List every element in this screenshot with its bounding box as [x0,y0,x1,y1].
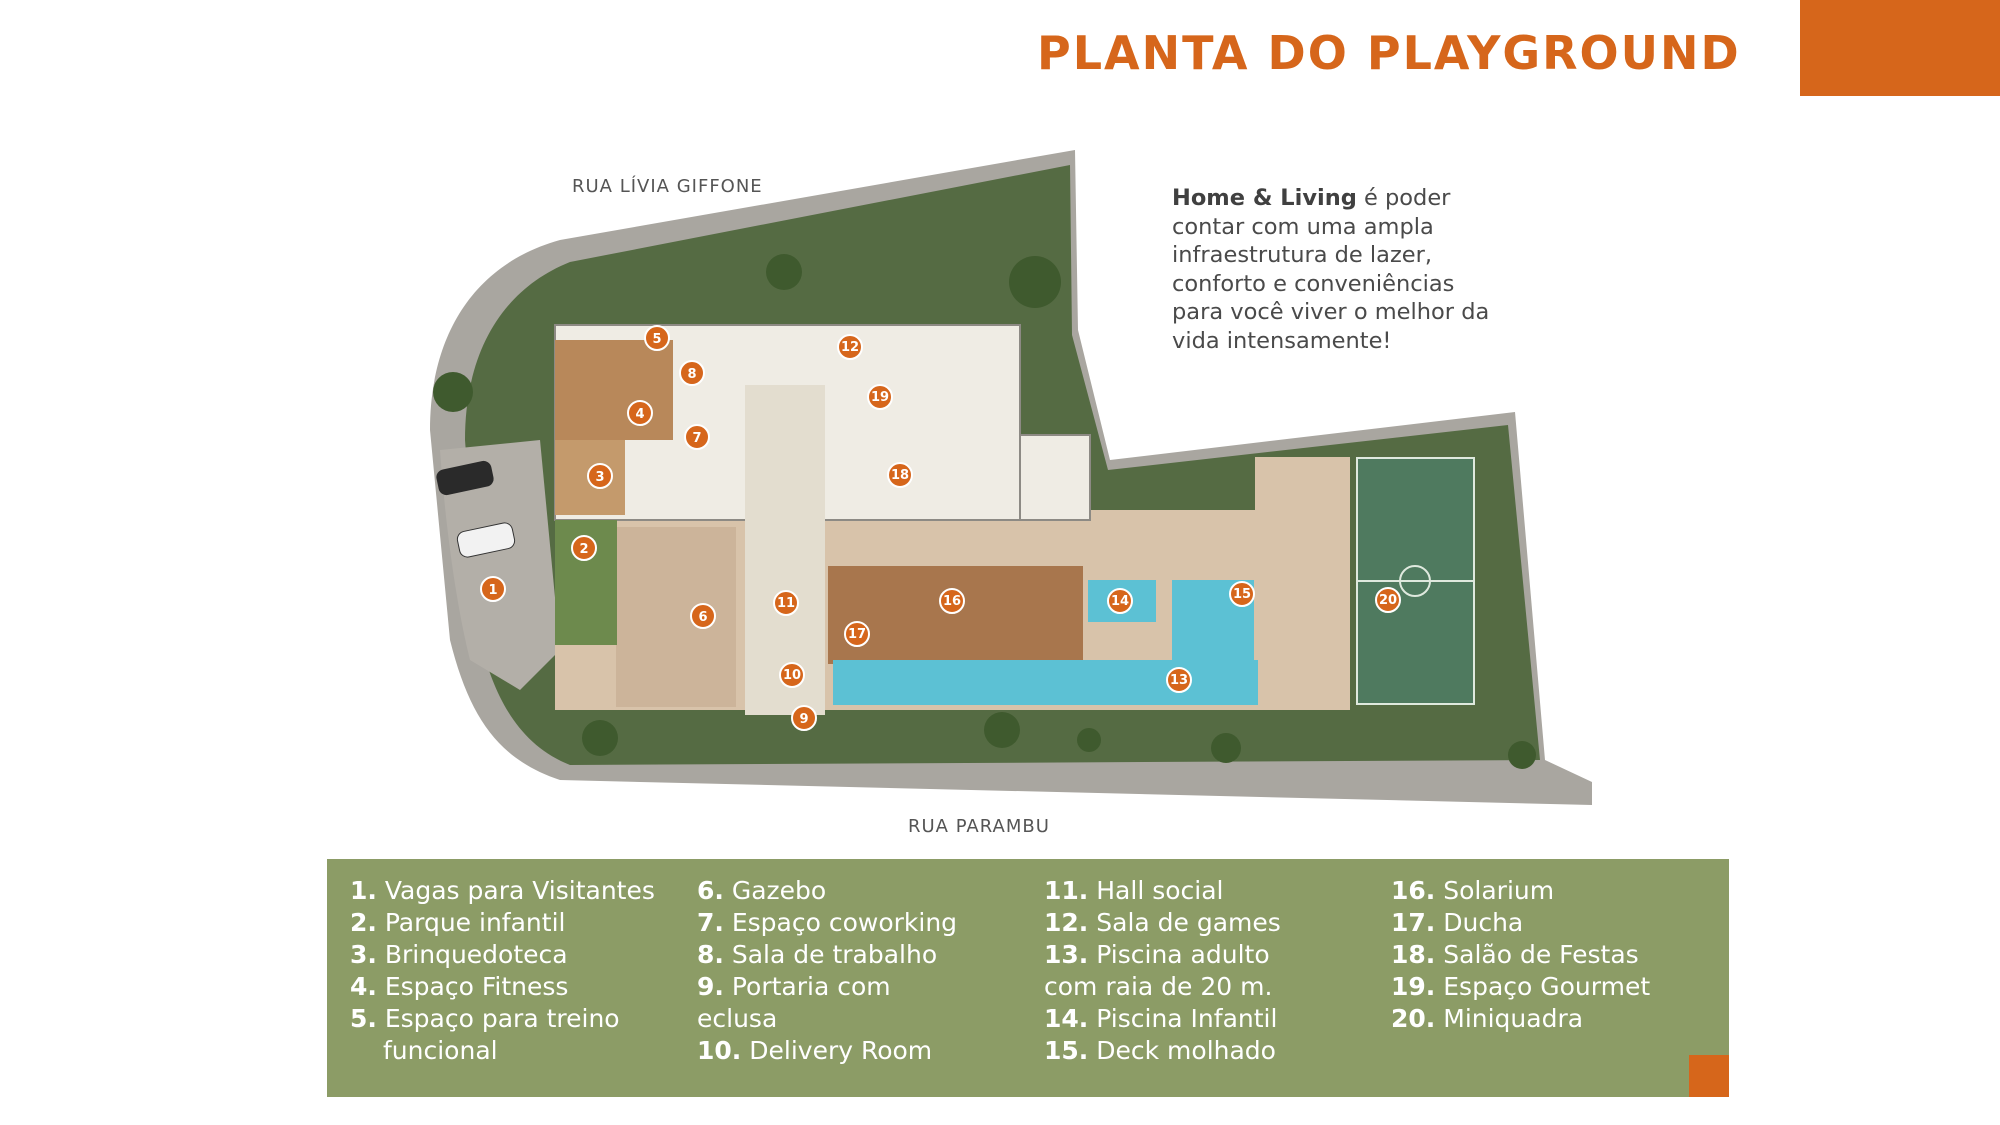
legend-item: 2. Parque infantil [350,908,566,937]
svg-text:17: 17 [848,627,866,642]
solarium-deck [828,566,1083,664]
svg-text:7: 7 [692,431,701,446]
svg-text:3: 3 [595,470,604,485]
legend-item: 15. Deck molhado [1044,1036,1276,1065]
svg-text:5: 5 [652,332,661,347]
area-marker-20: 20 [1375,587,1401,613]
area-marker-1: 1 [480,576,506,602]
area-marker-18: 18 [887,462,913,488]
legend-item: 20. Miniquadra [1391,1004,1584,1033]
legend-item: 14. Piscina Infantil [1044,1004,1278,1033]
legend-item: 8. Sala de trabalho [697,940,938,969]
area-marker-17: 17 [844,621,870,647]
area-marker-6: 6 [690,603,716,629]
legend-item: 6. Gazebo [697,876,827,905]
svg-text:4: 4 [635,407,644,422]
car-icon [456,522,516,558]
area-marker-15: 15 [1229,581,1255,607]
page-title: PLANTA DO PLAYGROUND [1037,26,1741,80]
legend-item: 19. Espaço Gourmet [1391,972,1651,1001]
intro-text: é poder contar com uma ampla infraestrut… [1172,185,1490,354]
svg-text:19: 19 [871,390,889,405]
legend-column-1: 1. Vagas para Visitantes 2. Parque infan… [350,875,655,1067]
deck-east [1255,457,1350,707]
parking-area [440,440,560,690]
legend-item: 3. Brinquedoteca [350,940,568,969]
area-marker-16: 16 [939,588,965,614]
intro-paragraph: Home & Living é poder contar com uma amp… [1172,184,1512,355]
svg-text:6: 6 [698,610,707,625]
svg-text:11: 11 [777,596,795,611]
svg-text:15: 15 [1233,587,1251,602]
intro-brand: Home & Living [1172,185,1357,211]
area-marker-11: 11 [773,590,799,616]
svg-text:2: 2 [579,542,588,557]
area-marker-3: 3 [587,463,613,489]
svg-text:12: 12 [841,340,859,355]
area-marker-9: 9 [791,705,817,731]
legend-column-4: 16. Solarium 17. Ducha 18. Salão de Fest… [1391,875,1650,1035]
legend-column-2: 6. Gazebo 7. Espaço coworking 8. Sala de… [697,875,957,1067]
area-marker-10: 10 [779,662,805,688]
svg-text:10: 10 [783,668,801,683]
area-marker-19: 19 [867,384,893,410]
car-icon [436,460,494,496]
area-marker-2: 2 [571,535,597,561]
building-east-wing [1019,434,1091,521]
orange-corner-block [1800,0,2000,96]
fitness-room [555,340,673,440]
legend-item: 10. Delivery Room [697,1036,933,1065]
legend-item: 7. Espaço coworking [697,908,958,937]
area-marker-12: 12 [837,334,863,360]
legend-item: 4. Espaço Fitness [350,972,569,1001]
svg-text:8: 8 [687,367,696,382]
legend-item: 17. Ducha [1391,908,1524,937]
area-marker-14: 14 [1107,588,1133,614]
legend-item: 11. Hall social [1044,876,1224,905]
legend-item: 16. Solarium [1391,876,1555,905]
legend-orange-corner [1689,1055,1729,1097]
hall-corridor [745,385,825,715]
svg-text:18: 18 [891,468,909,483]
svg-text:14: 14 [1111,594,1129,609]
legend-panel: 1. Vagas para Visitantes 2. Parque infan… [327,859,1729,1097]
area-marker-4: 4 [627,400,653,426]
trees [433,254,1536,769]
legend-item: 18. Salão de Festas [1391,940,1639,969]
legend-item: 1. Vagas para Visitantes [350,876,655,905]
svg-text:9: 9 [799,712,808,727]
svg-text:13: 13 [1170,673,1188,688]
svg-text:16: 16 [943,594,961,609]
svg-text:1: 1 [488,583,497,598]
street-label-bottom: RUA PARAMBU [908,816,1050,837]
legend-column-3: 11. Hall social 12. Sala de games 13. Pi… [1044,875,1281,1067]
area-marker-8: 8 [679,360,705,386]
adult-pool [833,660,1258,705]
area-marker-7: 7 [684,424,710,450]
svg-text:20: 20 [1379,593,1397,608]
street-label-top: RUA LÍVIA GIFFONE [572,176,763,197]
legend-item: 12. Sala de games [1044,908,1281,937]
area-marker-5: 5 [644,325,670,351]
plaza-area [616,527,736,707]
area-marker-13: 13 [1166,667,1192,693]
